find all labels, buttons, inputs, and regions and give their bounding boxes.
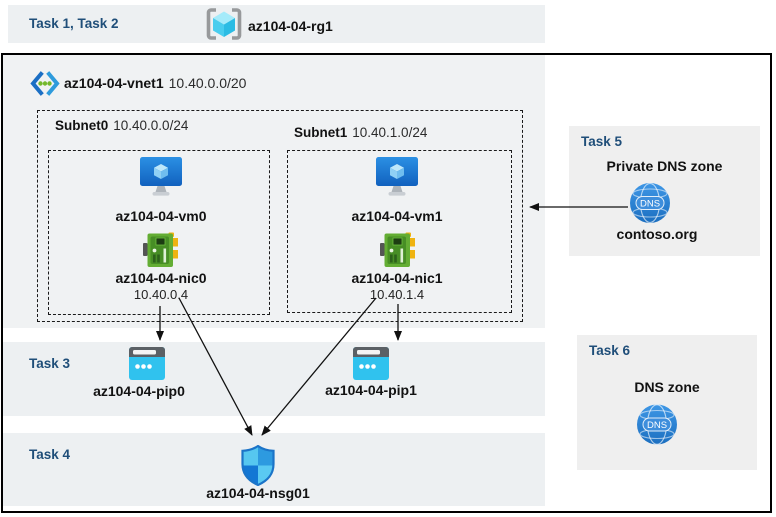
vnet-icon xyxy=(30,71,60,96)
task5-panel: Task 5 Private DNS zone DNS contoso.org xyxy=(569,126,760,256)
nsg-label: az104-04-nsg01 xyxy=(206,485,310,501)
vm0-icon xyxy=(139,157,183,201)
vnet-cidr: 10.40.0.0/20 xyxy=(168,75,247,91)
vm1-label: az104-04-vm1 xyxy=(351,208,443,224)
svg-text:DNS: DNS xyxy=(640,199,660,210)
task4-band xyxy=(3,433,545,506)
subnet0-cidr: 10.40.0.0/24 xyxy=(113,118,189,133)
subnet0-title: Subnet0 10.40.0.0/24 xyxy=(55,118,189,134)
nic0-ip: 10.40.0.4 xyxy=(133,287,189,302)
nic0-icon xyxy=(143,232,179,269)
task3-band xyxy=(3,342,545,416)
nic1-ip: 10.40.1.4 xyxy=(369,287,425,302)
dns-globe-icon-private: DNS xyxy=(629,182,671,224)
subnet1-box xyxy=(287,150,512,313)
subnet0-name: Subnet0 xyxy=(55,118,109,133)
subnet1-title: Subnet1 10.40.1.0/24 xyxy=(294,125,428,141)
private-dns-zone-title: Private DNS zone xyxy=(606,158,723,174)
task6-label: Task 6 xyxy=(589,343,631,358)
task6-panel: Task 6 DNS zone DNS xyxy=(577,335,757,470)
nic1-icon xyxy=(380,232,416,269)
svg-text:DNS: DNS xyxy=(647,420,667,431)
vm0-label: az104-04-vm0 xyxy=(115,208,207,224)
task4-label: Task 4 xyxy=(29,447,71,462)
dns-globe-icon-public: DNS xyxy=(636,403,678,446)
public-ip-icon-pip0 xyxy=(129,347,165,380)
resource-group-label: az104-04-rg1 xyxy=(248,18,333,34)
resource-group-icon xyxy=(205,7,243,41)
vnet-box xyxy=(3,55,545,328)
pip1-label: az104-04-pip1 xyxy=(325,382,417,398)
subnet0-box xyxy=(48,150,270,315)
task5-label: Task 5 xyxy=(581,134,623,149)
task3-label: Task 3 xyxy=(29,356,71,371)
nsg-shield-icon xyxy=(241,445,275,486)
subnet1-name: Subnet1 xyxy=(294,125,348,140)
private-dns-zone-name: contoso.org xyxy=(616,226,698,242)
nic1-label: az104-04-nic1 xyxy=(351,270,443,286)
task1-task2-label: Task 1, Task 2 xyxy=(29,16,119,31)
public-ip-icon-pip1 xyxy=(353,347,389,380)
vm1-icon xyxy=(375,157,419,201)
vnet-name: az104-04-vnet1 xyxy=(64,75,164,91)
subnet1-cidr: 10.40.1.0/24 xyxy=(352,125,428,140)
nic0-label: az104-04-nic0 xyxy=(115,270,207,286)
dns-zone-title: DNS zone xyxy=(634,379,700,395)
task1-task2-band: Task 1, Task 2 az104-04-rg1 xyxy=(8,5,545,43)
pip0-label: az104-04-pip0 xyxy=(93,383,185,399)
